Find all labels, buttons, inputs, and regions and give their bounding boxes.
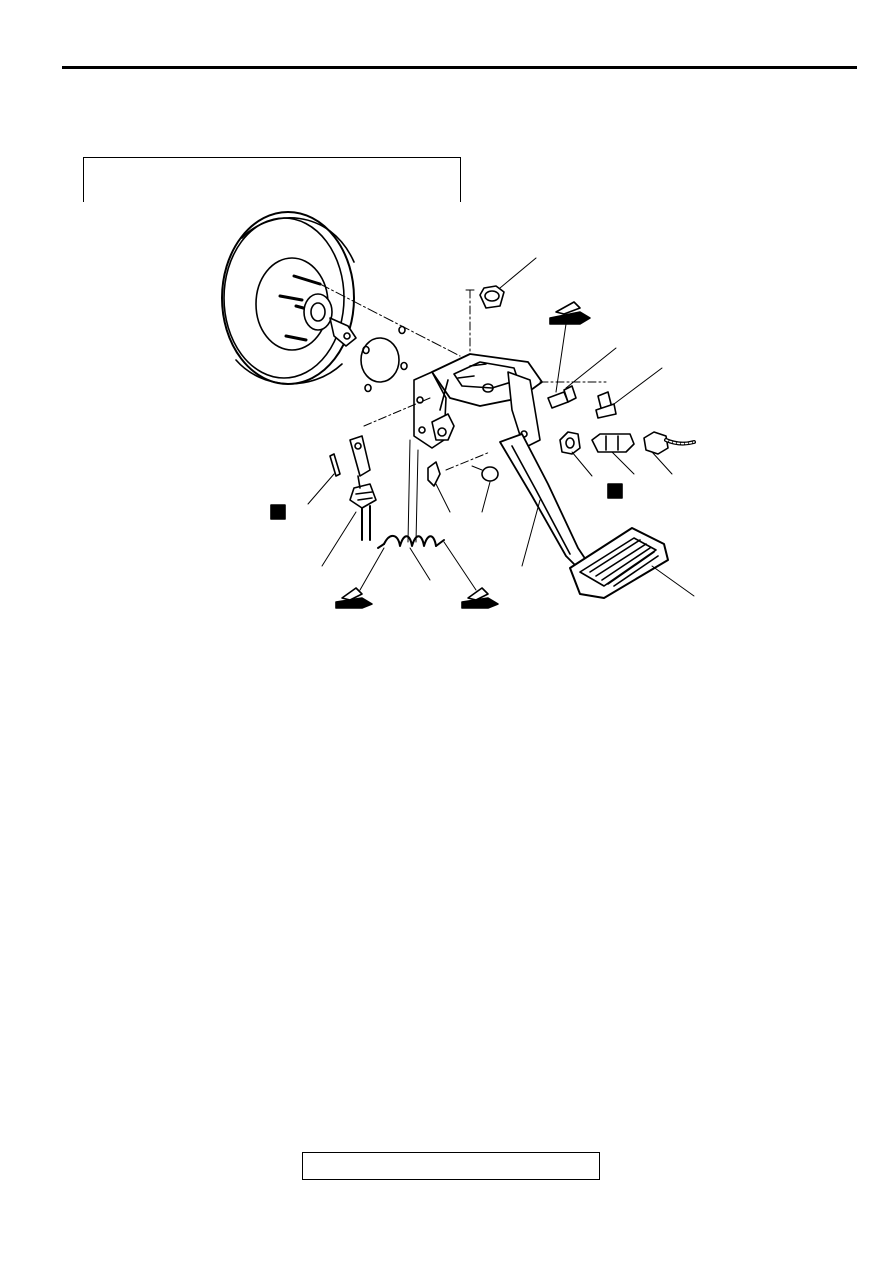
pedal-stopper — [471, 465, 499, 513]
brake-pedal-arm — [499, 433, 591, 573]
grease-marker-middle — [461, 587, 499, 609]
pedal-support-bracket — [413, 353, 543, 449]
pedal-shaft-bolt — [539, 347, 617, 409]
flange-nut — [465, 257, 537, 357]
return-spring — [359, 439, 477, 591]
clevis-pin — [349, 397, 431, 477]
stop-lamp-switch — [591, 433, 635, 475]
pedal-pad — [569, 527, 695, 599]
cotter-pin — [307, 453, 341, 505]
push-rod-clevis — [321, 475, 377, 567]
header-rule — [62, 66, 857, 69]
pedal-bolt — [595, 367, 663, 419]
spring-clip — [427, 451, 491, 513]
stop-lamp-switch-bushing — [559, 431, 593, 477]
footer-box — [302, 1152, 600, 1180]
non-reusable-marker-left — [270, 504, 286, 520]
grease-marker-top — [549, 301, 591, 393]
non-reusable-marker-right — [607, 483, 623, 499]
stop-lamp-switch-connector — [643, 431, 696, 475]
grease-marker-left — [335, 587, 373, 609]
brake-booster — [221, 211, 461, 393]
section-frame — [83, 157, 461, 202]
